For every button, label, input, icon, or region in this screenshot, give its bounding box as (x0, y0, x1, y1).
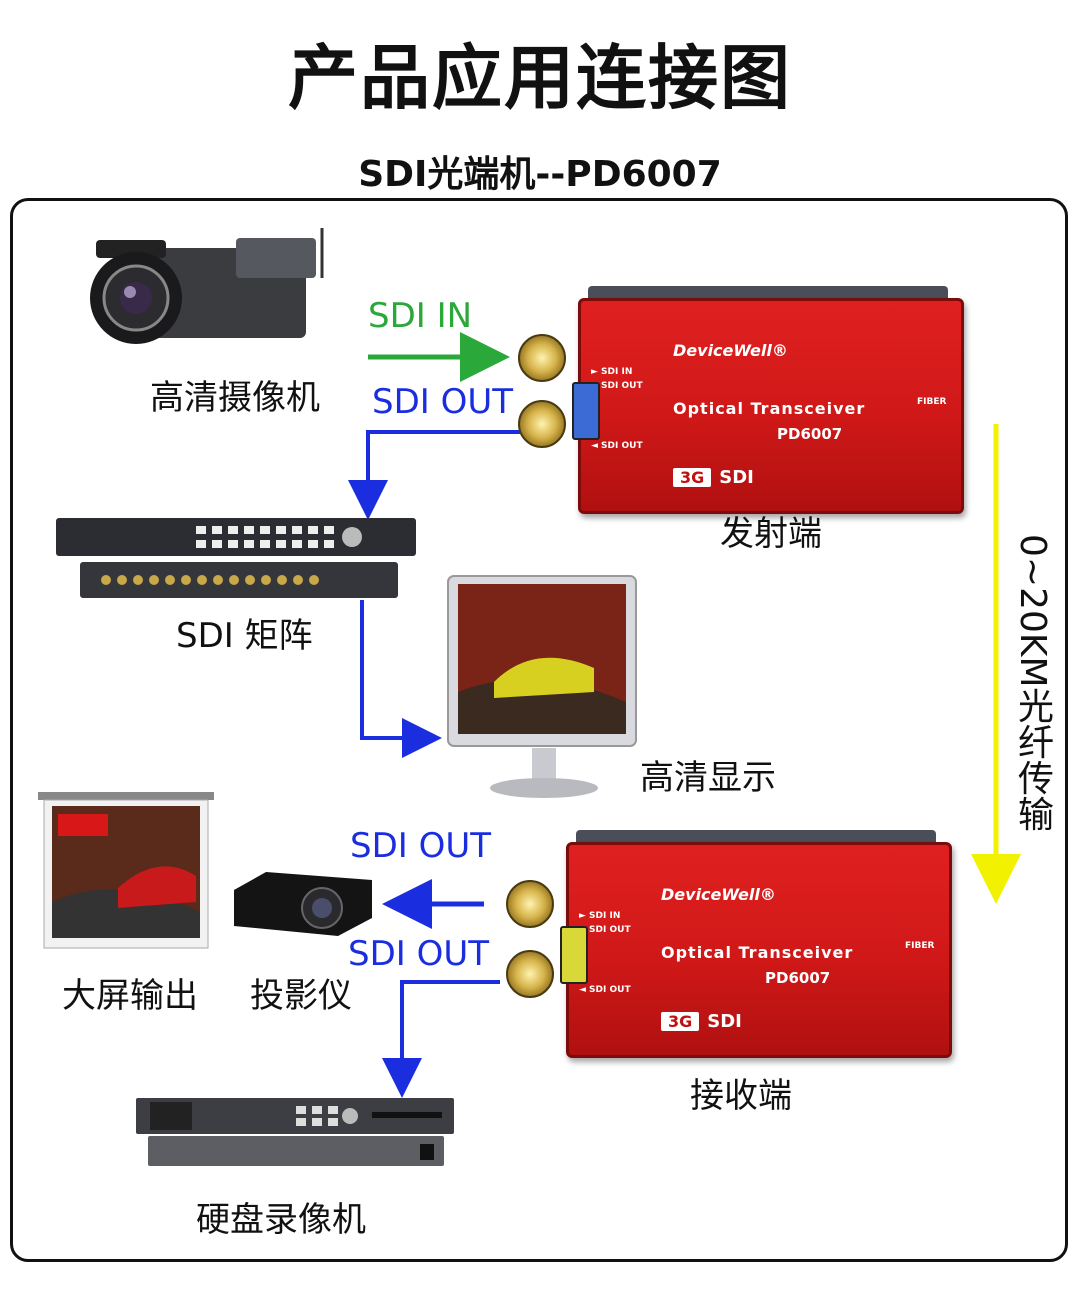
badge-3g: 3G (661, 1012, 700, 1031)
badge-3g: 3G (673, 468, 712, 487)
port-label-sdi-in: ► SDI IN (591, 367, 633, 377)
screen-label: 大屏输出 (62, 976, 198, 1016)
rx-sdi-out-label-2: SDI OUT (348, 934, 490, 974)
bnc-connector-icon[interactable] (506, 880, 554, 928)
sdi-matrix-icon (56, 518, 416, 598)
tx-out-to-matrix-arrow (348, 430, 522, 520)
port-label-sdi-out-2: ◄ SDI OUT (591, 441, 643, 451)
hard-disk-recorder-icon (136, 1098, 454, 1166)
projector-label: 投影仪 (250, 976, 352, 1016)
fiber-port-icon[interactable] (572, 382, 600, 440)
receiver-top-cover (576, 830, 936, 844)
page-subtitle: SDI光端机--PD6007 (358, 154, 722, 195)
rx-sdi-out-label-1: SDI OUT (350, 826, 492, 866)
transmitter-label: 发射端 (720, 514, 822, 554)
receiver-label: 接收端 (690, 1076, 792, 1116)
sdi-in-label: SDI IN (368, 296, 473, 336)
fiber-link-label: 0~20KM光纤传输 (1012, 534, 1053, 832)
receiver-3g-sdi-badge: 3G SDI (661, 1011, 742, 1032)
diagram-frame (10, 198, 1068, 1262)
badge-sdi: SDI (719, 467, 754, 488)
port-label-sdi-out-1: ◄ SDI OUT (579, 925, 631, 935)
fiber-port-icon[interactable] (560, 926, 588, 984)
rx-out-to-recorder-arrow (382, 980, 500, 1098)
bnc-connector-icon[interactable] (518, 334, 566, 382)
port-label-fiber: FIBER (905, 941, 935, 951)
transmitter-model: PD6007 (777, 425, 843, 443)
hd-monitor-icon (447, 575, 637, 798)
port-label-sdi-out-1: ◄ SDI OUT (591, 381, 643, 391)
recorder-label: 硬盘录像机 (196, 1200, 366, 1240)
port-label-sdi-out-2: ◄ SDI OUT (579, 985, 631, 995)
camera-icon (90, 228, 324, 344)
transmitter-body: DeviceWell® Optical Transceiver PD6007 3… (578, 298, 964, 514)
projection-screen-icon (38, 792, 214, 949)
bnc-connector-icon[interactable] (506, 950, 554, 998)
badge-sdi: SDI (707, 1011, 742, 1032)
camera-label: 高清摄像机 (150, 378, 320, 418)
bnc-connector-icon[interactable] (518, 400, 566, 448)
monitor-label: 高清显示 (640, 758, 776, 798)
transmitter-product-name: Optical Transceiver (673, 399, 866, 418)
receiver-product-name: Optical Transceiver (661, 943, 854, 962)
port-label-sdi-in: ► SDI IN (579, 911, 621, 921)
matrix-to-monitor-arrow (360, 600, 442, 758)
tx-sdi-out-label: SDI OUT (372, 382, 514, 422)
matrix-label: SDI 矩阵 (176, 616, 313, 656)
projector-icon (234, 872, 372, 936)
transmitter-top-cover (588, 286, 948, 300)
page-title: 产品应用连接图 (288, 37, 792, 119)
receiver-model: PD6007 (765, 969, 831, 987)
transmitter-3g-sdi-badge: 3G SDI (673, 467, 754, 488)
receiver-body: DeviceWell® Optical Transceiver PD6007 3… (566, 842, 952, 1058)
receiver-brand: DeviceWell® (661, 885, 776, 904)
transmitter-brand: DeviceWell® (673, 341, 788, 360)
port-label-fiber: FIBER (917, 397, 947, 407)
